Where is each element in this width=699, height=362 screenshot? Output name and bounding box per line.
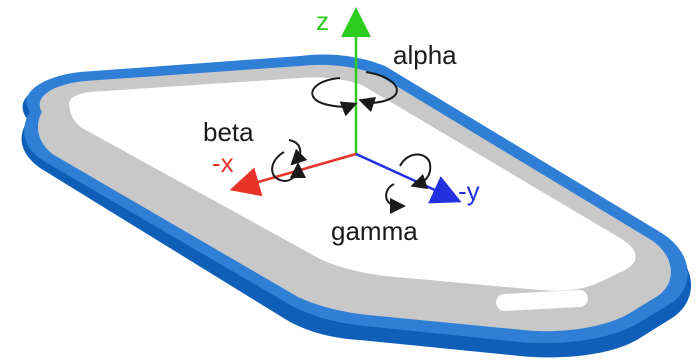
alpha-rotation-icon: [311, 71, 398, 117]
alpha-label: alpha: [393, 40, 457, 70]
neg-y-axis-label: -y: [458, 176, 480, 206]
beta-rotation-icon: [271, 139, 308, 182]
neg-y-axis-line: [355, 152, 462, 204]
home-button: [496, 290, 588, 311]
gamma-rotation-icon: [385, 153, 432, 214]
phone-screen: [68, 77, 636, 291]
neg-x-axis-label: -x: [212, 148, 234, 178]
z-axis-label: z: [316, 6, 329, 36]
beta-label: beta: [203, 117, 254, 147]
gamma-label: gamma: [331, 216, 418, 246]
